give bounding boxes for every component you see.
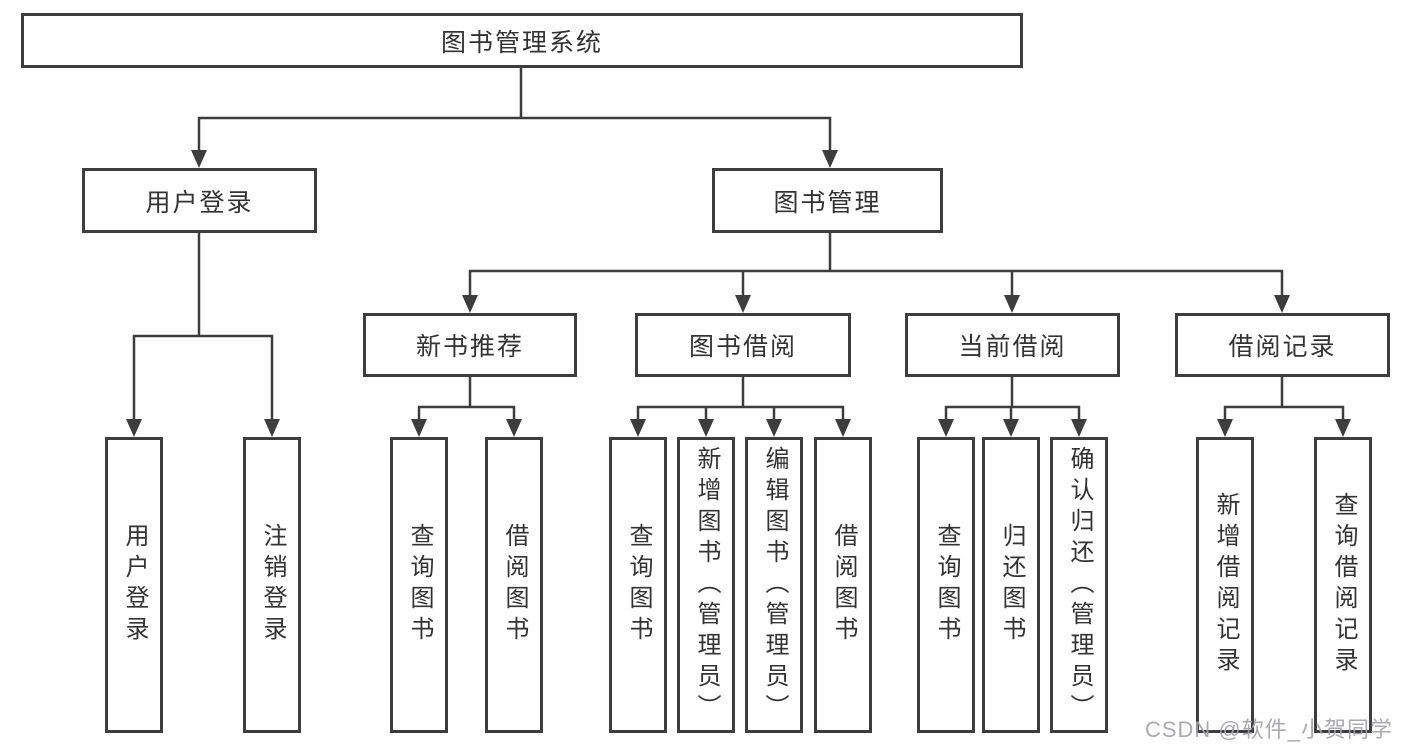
leaf-edit-book-admin: 编辑图书（管理员） xyxy=(745,437,803,733)
leaf-label: 借阅图书 xyxy=(830,523,857,647)
leaf-label: 查询借阅记录 xyxy=(1330,492,1357,678)
leaf-query-borrow-record: 查询借阅记录 xyxy=(1314,437,1372,733)
leaf-query-books-current: 查询图书 xyxy=(917,437,975,733)
node-current-borrow: 当前借阅 xyxy=(905,313,1120,377)
leaf-label: 借阅图书 xyxy=(501,523,528,647)
leaf-return-book: 归还图书 xyxy=(982,437,1040,733)
csdn-watermark: CSDN @软件_小贺同学 xyxy=(1144,717,1393,742)
leaf-label: 编辑图书（管理员） xyxy=(761,445,788,725)
node-new-book-recommend: 新书推荐 xyxy=(363,313,577,377)
leaf-label: 查询图书 xyxy=(933,523,960,647)
arrowheads xyxy=(126,150,1351,437)
node-book-borrow: 图书借阅 xyxy=(635,313,851,377)
leaf-confirm-return-admin: 确认归还（管理员） xyxy=(1050,437,1108,733)
node-user-login: 用户登录 xyxy=(82,168,317,233)
leaf-user-login: 用户登录 xyxy=(105,437,163,733)
leaf-query-books-borrow: 查询图书 xyxy=(609,437,667,733)
leaf-borrow-books: 借阅图书 xyxy=(814,437,872,733)
leaf-label: 确认归还（管理员） xyxy=(1066,445,1093,725)
leaf-label: 查询图书 xyxy=(625,523,652,647)
node-root: 图书管理系统 xyxy=(21,13,1023,68)
leaf-query-books-recommend: 查询图书 xyxy=(390,437,448,733)
leaf-label: 新增图书（管理员） xyxy=(693,445,720,725)
node-book-management: 图书管理 xyxy=(712,168,943,233)
node-borrow-records: 借阅记录 xyxy=(1175,313,1390,377)
connector-segments xyxy=(132,68,1345,419)
leaf-label: 查询图书 xyxy=(406,523,433,647)
leaf-label: 归还图书 xyxy=(998,523,1025,647)
leaf-add-borrow-record: 新增借阅记录 xyxy=(1196,437,1254,733)
leaf-logout: 注销登录 xyxy=(243,437,301,733)
leaf-label: 用户登录 xyxy=(121,523,148,647)
leaf-borrow-books-recommend: 借阅图书 xyxy=(485,437,543,733)
leaf-add-book-admin: 新增图书（管理员） xyxy=(677,437,735,733)
leaf-label: 新增借阅记录 xyxy=(1212,492,1239,678)
leaf-label: 注销登录 xyxy=(259,523,286,647)
